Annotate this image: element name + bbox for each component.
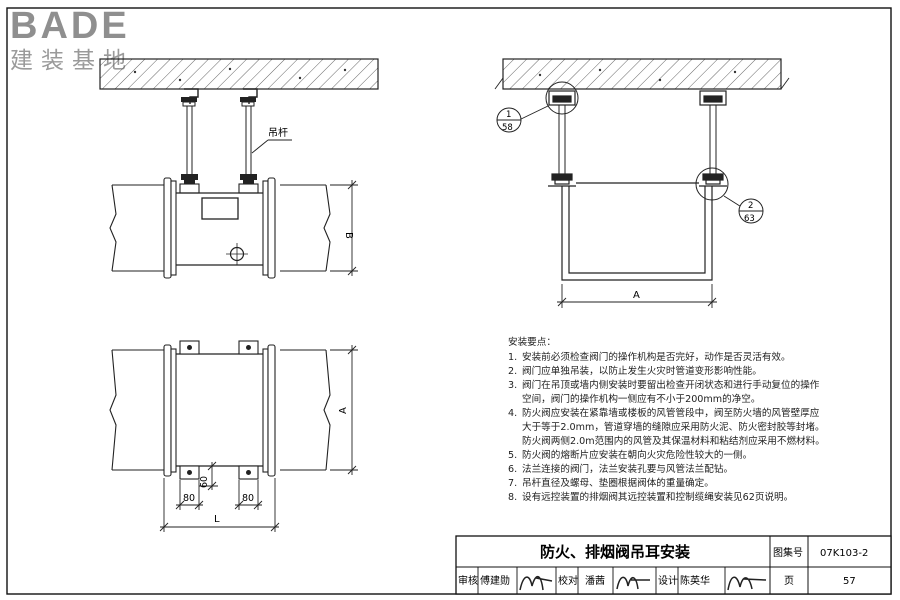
note-number: 4. bbox=[508, 408, 518, 419]
check-label: 校对 bbox=[558, 574, 578, 587]
note-line: 阀门在吊顶或墙内侧安装时要留出检查开闭状态和进行手动复位的操作 bbox=[522, 380, 820, 391]
dimension-80-right-label: 80 bbox=[242, 493, 254, 504]
duct-plan bbox=[109, 349, 331, 471]
dimension-A-plan bbox=[330, 345, 358, 475]
ceiling-anchor-right bbox=[240, 88, 258, 107]
note-number: 8. bbox=[508, 492, 518, 503]
dimension-80 bbox=[175, 480, 263, 510]
note-line: 防火阀应安装在紧靠墙或楼板的风管管段中，阀至防火墙的风管壁厚应 bbox=[522, 408, 820, 419]
duct-section bbox=[561, 182, 713, 281]
ceiling-slab-right bbox=[502, 58, 782, 90]
note-text: 设有远控装置的排烟阀其远控装置和控制缆绳安装见62页说明。 bbox=[522, 491, 868, 505]
note-line: 阀门应单独吊装，以防止发生火灾时管道变形影响性能。 bbox=[522, 366, 762, 377]
note-text: 阀门在吊顶或墙内侧安装时要留出检查开闭状态和进行手动复位的操作空间，阀门的操作机… bbox=[522, 379, 868, 407]
note-text: 安装前必须检查阀门的操作机构是否完好，动作是否灵活有效。 bbox=[522, 351, 868, 365]
note-item: 8. 设有远控装置的排烟阀其远控装置和控制缆绳安装见62页说明。 bbox=[508, 491, 868, 505]
detail-reference-1-58: 1 58 bbox=[496, 105, 549, 133]
logo-word: BADE bbox=[10, 5, 130, 47]
installation-notes: 安装要点： 1. 安装前必须检查阀门的操作机构是否完好，动作是否灵活有效。 2. 阀门… bbox=[508, 336, 868, 505]
notes-list: 1. 安装前必须检查阀门的操作机构是否完好，动作是否灵活有效。 2. 阀门应单独吊装，… bbox=[508, 351, 868, 505]
note-line: 法兰连接的阀门，法兰安装孔要与风管法兰配钻。 bbox=[522, 464, 734, 475]
ref2-number: 2 bbox=[748, 201, 753, 211]
lug-nuts bbox=[181, 174, 257, 184]
ceiling-anchor-left bbox=[181, 88, 199, 107]
note-item: 6. 法兰连接的阀门，法兰安装孔要与风管法兰配钻。 bbox=[508, 463, 868, 477]
valve-body-plan bbox=[176, 353, 263, 467]
checker-name: 潘茜 bbox=[585, 575, 605, 587]
note-number: 6. bbox=[508, 464, 518, 475]
side-elevation-view: 吊杆 bbox=[99, 58, 379, 279]
note-number: 3. bbox=[508, 380, 518, 391]
dimension-L-label: L bbox=[214, 514, 220, 525]
note-line: 安装前必须检查阀门的操作机构是否完好，动作是否灵活有效。 bbox=[522, 352, 791, 363]
plan-view: A 60 80 80 L bbox=[109, 340, 358, 532]
flanges-side bbox=[163, 177, 276, 279]
note-number: 7. bbox=[508, 478, 518, 489]
reviewer-signature bbox=[519, 576, 553, 591]
note-item: 1. 安装前必须检查阀门的操作机构是否完好，动作是否灵活有效。 bbox=[508, 351, 868, 365]
note-item: 7. 吊杆直径及螺母、垫圈根据阀体的重量确定。 bbox=[508, 477, 868, 491]
ref2-page: 63 bbox=[744, 214, 755, 224]
drawing-title: 防火、排烟阀吊耳安装 bbox=[540, 543, 691, 561]
ref1-number: 1 bbox=[506, 110, 511, 120]
design-label: 设计 bbox=[658, 574, 678, 587]
notes-heading: 安装要点： bbox=[508, 337, 556, 348]
checker-signature bbox=[616, 576, 650, 590]
note-item: 4. 防火阀应安装在紧靠墙或楼板的风管管段中，阀至防火墙的风管壁厚应大于等于2.0… bbox=[508, 407, 868, 449]
dimension-A-plan-label: A bbox=[338, 407, 349, 414]
hanger-rods bbox=[186, 106, 252, 176]
dimension-60-label: 60 bbox=[199, 476, 210, 488]
ceiling-anchors-right bbox=[548, 90, 727, 106]
dimension-L bbox=[159, 478, 280, 532]
note-line: 防火阀的熔断片应安装在朝向火灾危险性较大的一侧。 bbox=[522, 450, 753, 461]
page-number: 57 bbox=[843, 576, 856, 587]
hanger-rod-label: 吊杆 bbox=[268, 127, 288, 139]
sheet-frame bbox=[6, 7, 892, 595]
note-text: 阀门应单独吊装，以防止发生火灾时管道变形影响性能。 bbox=[522, 365, 868, 379]
note-number: 2. bbox=[508, 366, 518, 377]
note-text: 法兰连接的阀门，法兰安装孔要与风管法兰配钻。 bbox=[522, 463, 868, 477]
valve-lugs-section bbox=[548, 173, 727, 187]
valve-body-side bbox=[176, 192, 263, 266]
detail-callout-circle-1 bbox=[545, 81, 579, 115]
ceiling-slab-left bbox=[99, 58, 379, 90]
actuator-box bbox=[201, 197, 239, 220]
cross-section-view: A 1 58 2 63 bbox=[494, 58, 790, 308]
review-label: 审核 bbox=[458, 574, 478, 587]
title-block: 防火、排烟阀吊耳安装 图集号 07K103-2 审核 傅建勋 校对 潘茜 设计 … bbox=[455, 535, 892, 595]
lugs bbox=[179, 183, 259, 194]
note-line: 大于等于2.0mm，管道穿墙的缝隙应采用防火泥、防火密封胶等封堵。 bbox=[522, 422, 825, 433]
dimension-B bbox=[330, 180, 358, 276]
note-number: 5. bbox=[508, 450, 518, 461]
note-item: 2. 阀门应单独吊装，以防止发生火灾时管道变形影响性能。 bbox=[508, 365, 868, 379]
lugs-plan bbox=[179, 340, 259, 480]
atlas-number: 07K103-2 bbox=[820, 548, 868, 559]
designer-signature bbox=[727, 576, 767, 591]
note-item: 3. 阀门在吊顶或墙内侧安装时要留出检查开闭状态和进行手动复位的操作空间，阀门的操… bbox=[508, 379, 868, 407]
note-text: 防火阀应安装在紧靠墙或楼板的风管管段中，阀至防火墙的风管壁厚应大于等于2.0mm… bbox=[522, 407, 868, 449]
note-line: 吊杆直径及螺母、垫圈根据阀体的重量确定。 bbox=[522, 478, 714, 489]
duct-side bbox=[109, 184, 331, 272]
note-text: 吊杆直径及螺母、垫圈根据阀体的重量确定。 bbox=[522, 477, 868, 491]
flanges-plan bbox=[163, 344, 276, 477]
note-item: 5. 防火阀的熔断片应安装在朝向火灾危险性较大的一侧。 bbox=[508, 449, 868, 463]
ref1-page: 58 bbox=[502, 123, 513, 133]
dimension-80-left-label: 80 bbox=[183, 493, 195, 504]
atlas-number-label: 图集号 bbox=[773, 546, 803, 559]
dimension-B-label: B bbox=[343, 232, 354, 239]
reviewer-name: 傅建勋 bbox=[480, 574, 510, 587]
note-line: 设有远控装置的排烟阀其远控装置和控制缆绳安装见62页说明。 bbox=[522, 492, 794, 503]
page-label: 页 bbox=[784, 575, 794, 587]
note-text: 防火阀的熔断片应安装在朝向火灾危险性较大的一侧。 bbox=[522, 449, 868, 463]
detail-reference-2-63: 2 63 bbox=[723, 195, 764, 224]
note-line: 防火阀两侧2.0m范围内的风管及其保温材料和粘结剂应采用不燃材料。 bbox=[522, 436, 825, 447]
designer-name: 陈英华 bbox=[680, 574, 710, 587]
dimension-A-section-label: A bbox=[633, 290, 640, 301]
dimension-A-section bbox=[557, 284, 717, 308]
note-line: 空间，阀门的操作机构一侧应有不小于200mm的净空。 bbox=[522, 394, 761, 405]
dimension-60 bbox=[199, 461, 218, 491]
note-number: 1. bbox=[508, 352, 518, 363]
